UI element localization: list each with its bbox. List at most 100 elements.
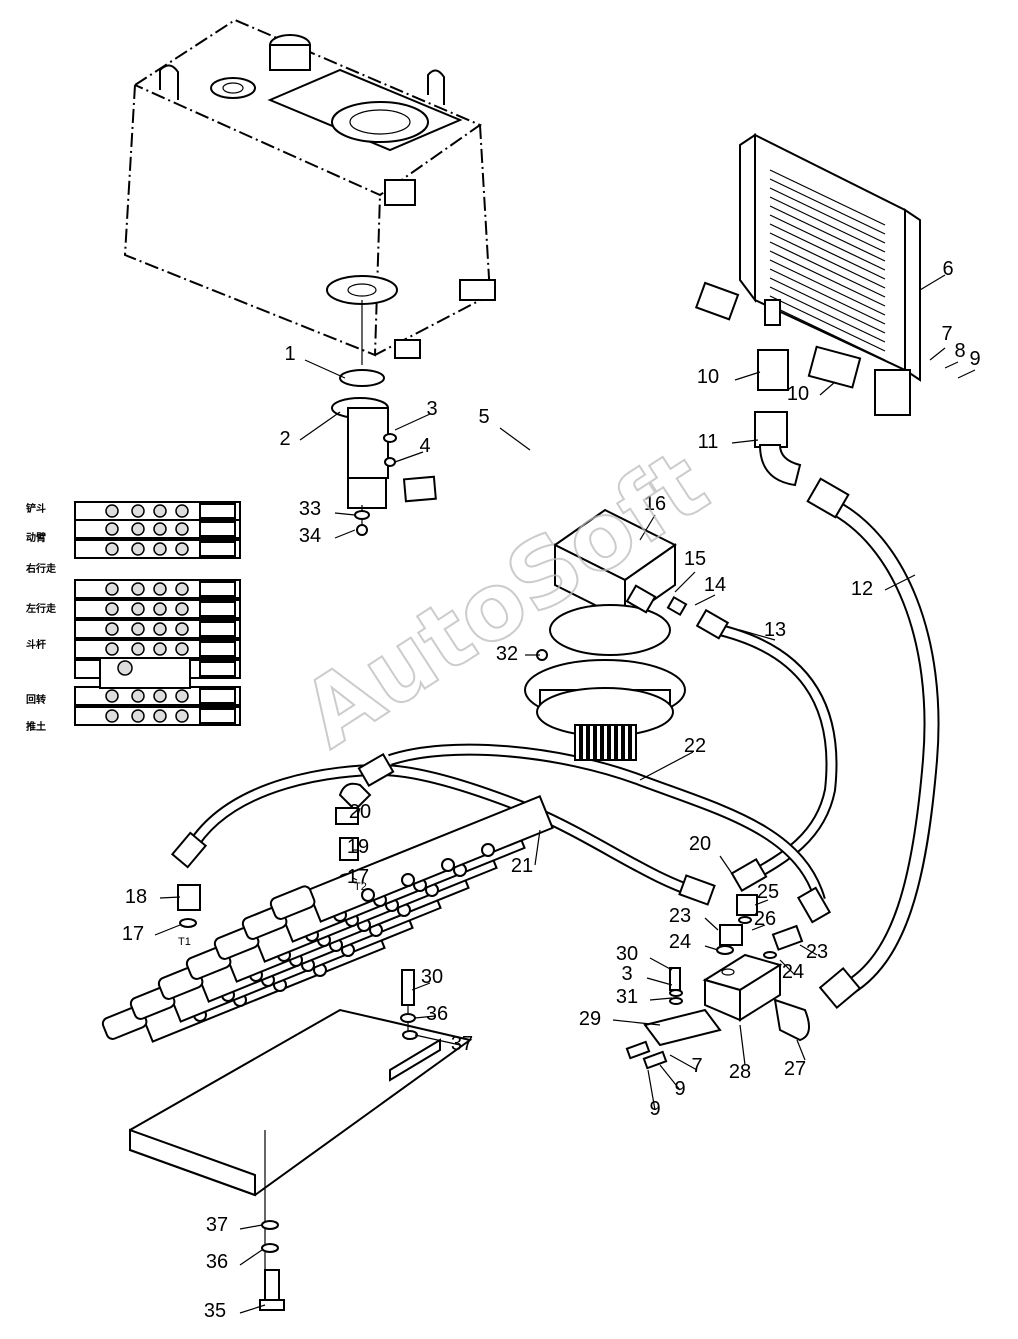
leader-line <box>299 411 341 441</box>
leader-line <box>414 1034 461 1046</box>
manifold-block <box>625 894 810 1070</box>
leader-line <box>694 594 716 606</box>
cooler-fittings <box>754 345 862 487</box>
callout-number: 22 <box>684 735 706 757</box>
leader-line <box>739 629 776 641</box>
callout-number: 13 <box>764 619 786 641</box>
callout-number: 1 <box>284 343 295 365</box>
callout-number: 19 <box>347 836 369 858</box>
callout-number: 20 <box>349 801 371 823</box>
leader-line <box>957 369 976 379</box>
leader-line <box>239 1224 263 1230</box>
callout-number: 31 <box>616 986 638 1008</box>
valve-section-label: 动臂 <box>26 531 46 544</box>
callout-number: 37 <box>451 1033 473 1055</box>
leader-line <box>796 1039 806 1061</box>
leader-line <box>352 877 358 881</box>
leader-line <box>304 359 346 379</box>
valve-section-label: 左行走 <box>25 602 57 615</box>
leader-line <box>646 977 673 986</box>
callout-number: 35 <box>204 1300 226 1322</box>
leader-line <box>674 571 696 593</box>
callout-number: 34 <box>299 525 321 547</box>
callout-number: 21 <box>511 855 533 877</box>
callout-number: 30 <box>616 943 638 965</box>
callout-number: 3 <box>621 963 632 985</box>
leader-line <box>154 924 181 936</box>
leader-line <box>704 945 719 951</box>
callout-number: 17 <box>122 923 144 945</box>
callout-number: 16 <box>644 493 666 515</box>
callout-number: 32 <box>496 643 518 665</box>
callout-number: 15 <box>684 548 706 570</box>
callout-number: 4 <box>419 435 430 457</box>
callout-number: 29 <box>579 1008 601 1030</box>
leader-line <box>754 899 769 906</box>
callout-number: 23 <box>669 905 691 927</box>
leader-line <box>779 959 796 976</box>
callout-number: 24 <box>782 961 804 983</box>
leader-line <box>649 997 673 1001</box>
hydraulic-tank <box>123 18 496 359</box>
leader-line <box>731 439 759 444</box>
leader-line <box>414 1015 436 1019</box>
callout-number: 5 <box>478 406 489 428</box>
callout-number: 9 <box>649 1098 660 1120</box>
valve-section-label: 右行走 <box>25 562 57 575</box>
callout-number: 7 <box>691 1055 702 1077</box>
callout-number: 9 <box>674 1078 685 1100</box>
leader-line <box>751 924 766 931</box>
leader-line <box>159 896 181 899</box>
callout-number: 33 <box>299 498 321 520</box>
callout-number: 20 <box>689 833 711 855</box>
callout-number: 2 <box>279 428 290 450</box>
callout-number: 37 <box>206 1214 228 1236</box>
leader-line <box>639 514 656 541</box>
swing-motor <box>524 508 688 761</box>
suction-fitting <box>331 300 397 536</box>
callout-number: 25 <box>757 881 779 903</box>
leader-line <box>334 512 356 516</box>
leader-line <box>649 957 673 971</box>
callout-number: 18 <box>125 886 147 908</box>
leader-line <box>394 451 424 463</box>
leader-line <box>639 751 694 781</box>
callout-number: 8 <box>954 340 965 362</box>
hose-fittings <box>170 281 862 1010</box>
callout-number: 24 <box>669 931 691 953</box>
leader-line <box>394 413 431 431</box>
callout-number: 23 <box>806 941 828 963</box>
leader-line <box>357 807 361 816</box>
leader-line <box>534 829 541 866</box>
leader-line <box>929 347 946 361</box>
leader-line <box>919 274 946 291</box>
leader-lines <box>154 274 976 1314</box>
leader-line <box>719 855 736 879</box>
control-valve-bank <box>101 795 554 1311</box>
leader-line <box>704 917 719 931</box>
callout-number: 7 <box>941 323 952 345</box>
callout-number: 6 <box>942 258 953 280</box>
leader-line <box>669 1054 698 1071</box>
callout-number: 27 <box>784 1058 806 1080</box>
callout-number: 12 <box>851 578 873 600</box>
leader-line <box>739 1024 746 1066</box>
callout-number: 9 <box>969 348 980 370</box>
leader-line <box>647 1069 656 1111</box>
oil-cooler <box>739 133 921 416</box>
callout-number: 10 <box>787 383 809 405</box>
leader-line <box>884 574 916 591</box>
callout-number: 30 <box>421 966 443 988</box>
leader-line <box>659 1064 681 1091</box>
leader-line <box>819 381 836 396</box>
leader-line <box>239 1304 266 1314</box>
valve-section-label: 回转 <box>26 693 46 706</box>
callout-number: 28 <box>729 1061 751 1083</box>
leader-line <box>734 371 761 381</box>
valve-section-label: 斗杆 <box>26 638 46 651</box>
callout-number: 10 <box>697 366 719 388</box>
callout-number: 14 <box>704 574 726 596</box>
